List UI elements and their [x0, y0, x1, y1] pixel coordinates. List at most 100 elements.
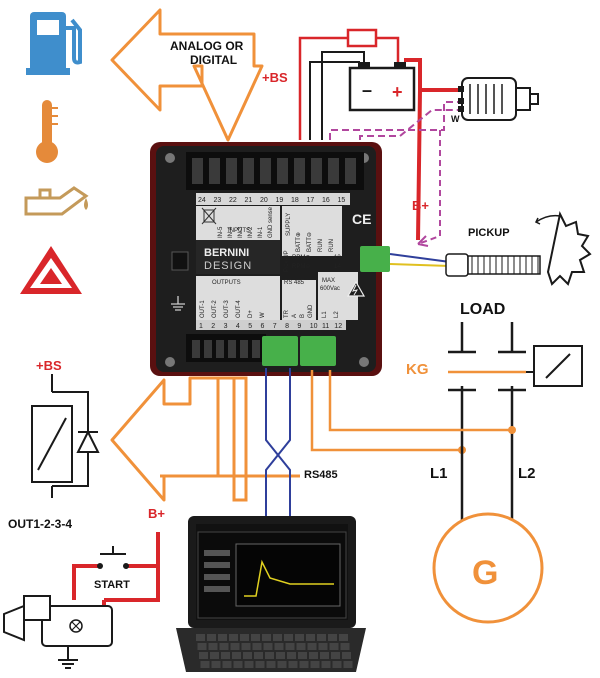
rs485-pin-label: A	[292, 314, 298, 318]
key	[343, 661, 353, 668]
output-label: OUT-1	[200, 300, 206, 318]
key	[219, 643, 229, 650]
start-label: START	[94, 579, 130, 591]
key	[277, 661, 287, 668]
connector-pin	[311, 158, 322, 184]
connector-pin	[328, 158, 339, 184]
max-label-2: 600Vac	[320, 286, 340, 292]
connector-pin	[209, 158, 220, 184]
starter-motor-icon	[3, 595, 113, 669]
connector-pin	[192, 158, 203, 184]
ac-pin-label: L2	[334, 311, 340, 318]
gear-icon	[534, 210, 592, 286]
key	[274, 643, 284, 650]
key	[208, 643, 218, 650]
key	[251, 634, 260, 641]
brand-top: BERNINI	[204, 247, 249, 259]
terminal-number-bottom: 2	[211, 323, 215, 330]
battery-plus-label: +	[392, 82, 403, 102]
pickup-wiring	[389, 253, 451, 267]
terminal-number-bottom: 6	[261, 323, 265, 330]
plus-bs-left-label: +BS	[36, 358, 62, 373]
key	[306, 634, 315, 641]
key	[244, 661, 254, 668]
terminal-13-label: 13	[334, 255, 341, 261]
connector-pin	[228, 340, 236, 358]
l2-label: L2	[518, 465, 536, 482]
terminal-number-top: 20	[260, 197, 268, 204]
out-label: OUT1-2-3-4	[8, 517, 72, 531]
pickup-terminal	[360, 246, 390, 272]
key	[296, 643, 306, 650]
key	[200, 661, 210, 668]
b-plus-right-label: B+	[412, 198, 429, 213]
terminal-number-top: 18	[291, 197, 299, 204]
max-label-1: MAX	[322, 278, 335, 284]
terminal-number-bottom: 11	[322, 323, 329, 330]
battery-icon	[348, 66, 416, 112]
key	[221, 652, 230, 659]
plus-bs-top-label: +BS	[262, 70, 288, 85]
generator-label: G	[472, 554, 498, 592]
key	[263, 643, 273, 650]
key	[255, 661, 265, 668]
terminal-number-top: 23	[214, 197, 222, 204]
connector-pin	[226, 158, 237, 184]
supply-title: SUPPLY	[286, 213, 292, 236]
terminal-number-top: 24	[198, 197, 206, 204]
output-label: W	[260, 312, 266, 318]
output-label: OUT-4	[236, 300, 242, 318]
key	[321, 661, 331, 668]
start-wiring	[72, 532, 160, 608]
l1-label: L1	[430, 465, 448, 482]
key	[273, 634, 282, 641]
key	[310, 661, 320, 668]
outputs-title: OUTPUTS	[212, 280, 241, 286]
key	[241, 643, 251, 650]
terminal-14-label: 14	[334, 264, 341, 270]
key	[254, 652, 263, 659]
input-label: IN-2	[248, 226, 254, 238]
supply-label: BATT⊖	[307, 232, 313, 252]
key	[331, 652, 340, 659]
generator-icon	[432, 512, 544, 624]
terminal-number-bottom: 8	[285, 323, 289, 330]
key	[252, 643, 262, 650]
terminal-number-top: 21	[245, 197, 253, 204]
battery-minus-label: –	[362, 80, 372, 100]
alternator-icon	[458, 77, 539, 121]
key	[340, 643, 350, 650]
input-label: IN-3	[238, 226, 244, 238]
terminal-number-bottom: 10	[310, 323, 318, 330]
ce-mark: CE	[352, 211, 371, 227]
rpm-plus-label: RPM⊕	[292, 255, 310, 261]
warning-triangle-icon	[20, 246, 82, 294]
key	[342, 652, 351, 659]
b-plus-left-label: B+	[148, 506, 165, 521]
connector-pin	[260, 158, 271, 184]
terminal-number-top: 22	[229, 197, 237, 204]
pickup-sensor-icon	[445, 253, 541, 277]
key	[329, 643, 339, 650]
terminal-number-bottom: 1	[199, 323, 203, 330]
input-label: IN-4	[228, 226, 234, 238]
key	[232, 652, 241, 659]
oil-can-icon	[24, 186, 89, 216]
key	[276, 652, 285, 659]
rs485-wiring	[265, 368, 291, 516]
key	[199, 652, 208, 659]
key	[339, 634, 348, 641]
key	[318, 643, 328, 650]
key	[218, 634, 227, 641]
key	[299, 661, 309, 668]
terminal-number-bottom: 5	[248, 323, 252, 330]
analog-digital-arrow	[110, 8, 264, 142]
terminal-number-bottom: 9	[297, 323, 301, 330]
battery-wiring	[298, 28, 460, 247]
connector-pin	[243, 158, 254, 184]
key	[197, 643, 207, 650]
terminal-number-top: 19	[276, 197, 284, 204]
